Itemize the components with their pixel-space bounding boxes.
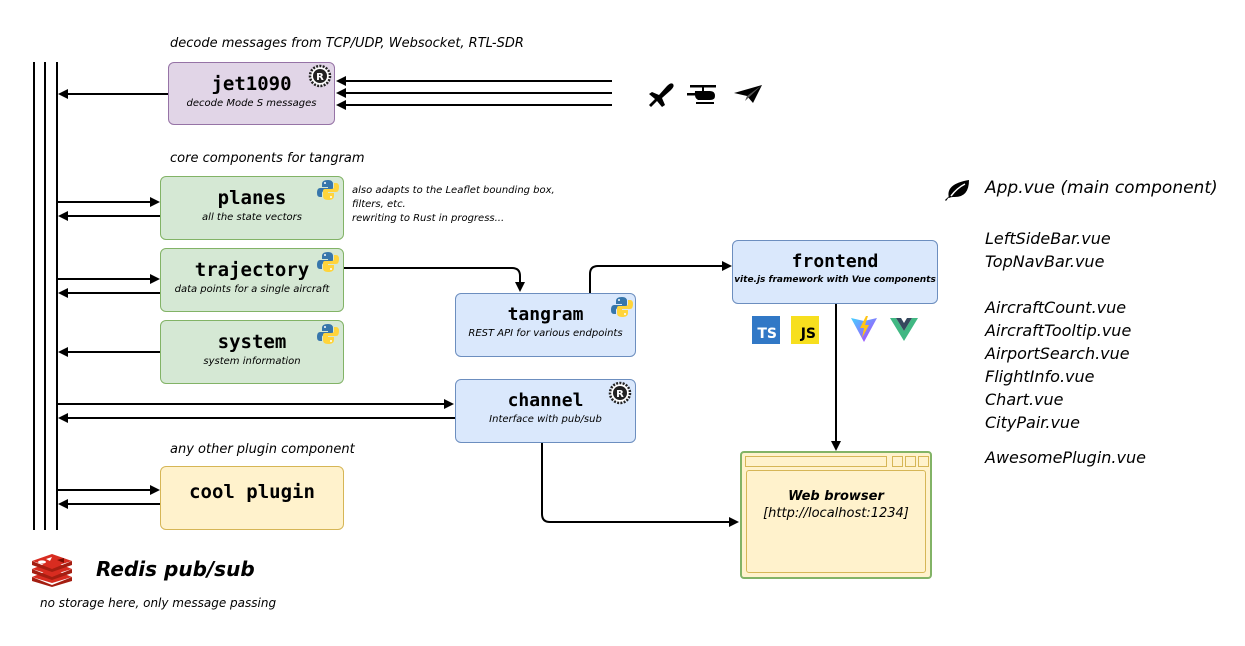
system-box[interactable]: system system information: [160, 320, 344, 384]
paper-plane-icon: [734, 85, 762, 103]
typescript-icon: TS: [752, 316, 780, 344]
javascript-icon: JS: [791, 316, 819, 344]
trajectory-subtitle: data points for a single aircraft: [174, 284, 330, 295]
planes-note-line: filters, etc.: [352, 199, 406, 210]
system-subtitle: system information: [203, 356, 301, 367]
redis-bus: [33, 62, 58, 530]
vue-file: Chart.vue: [985, 390, 1064, 409]
svg-text:R: R: [616, 389, 624, 400]
jet1090-title: jet1090: [211, 73, 292, 95]
jet1090-subtitle: decode Mode S messages: [186, 98, 317, 109]
browser-address-bar: [745, 456, 887, 467]
caption-other: any other plugin component: [170, 442, 355, 457]
channel-subtitle: Interface with pub/sub: [489, 414, 602, 425]
vue-file: AirportSearch.vue: [985, 344, 1130, 363]
airplane-icon: [649, 83, 674, 107]
python-icon: [317, 252, 339, 272]
vue-main-component: App.vue (main component): [985, 178, 1218, 198]
planes-note: also adapts to the Leaflet bounding box,…: [352, 184, 555, 226]
browser-close-button: [918, 456, 929, 467]
leaf-icon: [945, 180, 969, 201]
vue-file: LeftSideBar.vue: [985, 229, 1111, 248]
vue-component-list: LeftSideBar.vue TopNavBar.vue AircraftCo…: [985, 227, 1146, 469]
redis-title: Redis pub/sub: [96, 557, 255, 581]
cool-plugin-box[interactable]: cool plugin: [160, 466, 344, 530]
planes-box[interactable]: planes all the state vectors: [160, 176, 344, 240]
redis-icon: [32, 554, 72, 587]
browser-title: Web browser: [788, 489, 884, 504]
rust-icon: R: [308, 64, 332, 88]
vue-file: AwesomePlugin.vue: [985, 448, 1146, 467]
tangram-box[interactable]: tangram REST API for various endpoints: [455, 293, 636, 357]
frontend-box[interactable]: frontend vite.js framework with Vue comp…: [732, 240, 938, 304]
planes-title: planes: [217, 187, 287, 209]
system-title: system: [217, 331, 287, 353]
channel-title: channel: [507, 390, 584, 411]
javascript-label: JS: [800, 326, 816, 342]
cool-plugin-title: cool plugin: [189, 481, 315, 503]
python-icon: [317, 324, 339, 344]
vue-file: AircraftTooltip.vue: [985, 321, 1132, 340]
typescript-label: TS: [757, 326, 777, 342]
vue-file: CityPair.vue: [985, 413, 1080, 432]
vue-icon: [890, 318, 918, 341]
redis-note: no storage here, only message passing: [40, 596, 277, 610]
browser-maximize-button: [905, 456, 916, 467]
vue-file: FlightInfo.vue: [985, 367, 1095, 386]
vite-icon: [851, 316, 877, 342]
tangram-subtitle: REST API for various endpoints: [468, 328, 623, 339]
trajectory-box[interactable]: trajectory data points for a single airc…: [160, 248, 344, 312]
vue-file: TopNavBar.vue: [985, 252, 1105, 271]
trajectory-title: trajectory: [194, 259, 310, 281]
jet1090-box[interactable]: jet1090 decode Mode S messages: [168, 62, 335, 125]
arrow-channel-to-browser: [541, 443, 739, 527]
caption-core: core components for tangram: [170, 151, 365, 166]
python-icon: [317, 180, 339, 200]
planes-note-line: rewriting to Rust in progress...: [352, 213, 505, 224]
web-browser-window[interactable]: Web browser [http://localhost:1234]: [740, 451, 932, 579]
arrow-tangram-to-frontend: [589, 261, 732, 293]
rust-icon: R: [608, 381, 632, 405]
vue-list-spacer: [985, 434, 1146, 446]
vue-file: AircraftCount.vue: [985, 298, 1127, 317]
helicopter-icon: [687, 85, 716, 104]
browser-url: [http://localhost:1234]: [763, 506, 909, 521]
planes-note-line: also adapts to the Leaflet bounding box,: [352, 185, 555, 196]
arrow-trajectory-to-tangram: [344, 267, 525, 292]
channel-box[interactable]: channel Interface with pub/sub: [455, 379, 636, 443]
browser-viewport: Web browser [http://localhost:1234]: [746, 470, 926, 573]
caption-decode: decode messages from TCP/UDP, Websocket,…: [170, 36, 524, 51]
browser-minimize-button: [892, 456, 903, 467]
python-icon: [611, 297, 633, 317]
svg-text:R: R: [316, 72, 324, 83]
frontend-subtitle: vite.js framework with Vue components: [734, 275, 936, 285]
vue-list-spacer: [985, 273, 1146, 296]
frontend-title: frontend: [791, 251, 879, 272]
planes-subtitle: all the state vectors: [202, 212, 302, 223]
tangram-title: tangram: [507, 304, 584, 325]
